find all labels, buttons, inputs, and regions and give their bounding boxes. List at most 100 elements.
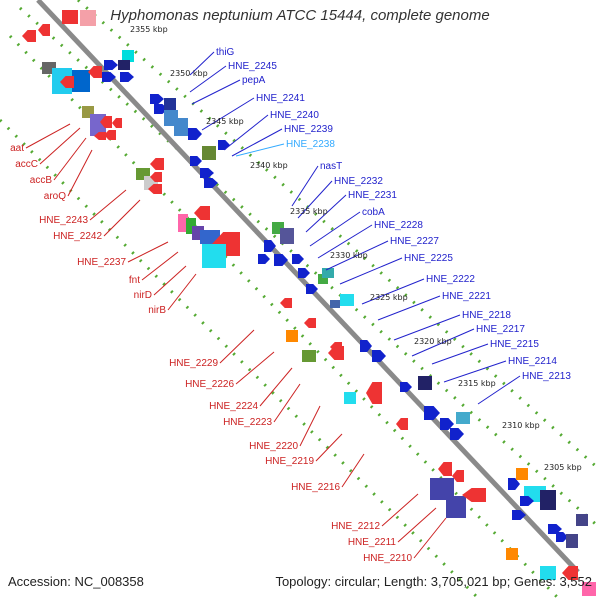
gene-arrow-reverse [88, 66, 102, 78]
gene-arrow-forward [274, 254, 288, 266]
gene-features [22, 10, 596, 596]
label-leader-line [127, 241, 169, 263]
topology-text: Topology: circular; Length: 3,705,021 bp… [275, 574, 592, 589]
gene-label-forward: HNE_2239 [284, 124, 333, 135]
gene-box [118, 60, 130, 70]
label-leader-line [477, 375, 521, 405]
label-leader-line [291, 165, 319, 207]
gene-label-forward: HNE_2222 [426, 274, 475, 285]
label-leader-lines [25, 51, 521, 559]
label-leader-line [235, 143, 285, 157]
gene-label-forward: HNE_2241 [256, 93, 305, 104]
gene-box [582, 582, 596, 596]
gene-label-reverse: HNE_2224 [209, 401, 258, 412]
gene-label-reverse: HNE_2226 [185, 379, 234, 390]
label-leader-line [67, 149, 93, 197]
gene-arrow-reverse [304, 318, 316, 328]
label-leader-line [219, 329, 255, 364]
tick-label: 2345 kbp [206, 117, 244, 126]
gene-arrow-reverse [562, 566, 578, 580]
label-leader-line [189, 51, 215, 76]
gene-box [280, 228, 294, 244]
gene-box [164, 98, 176, 110]
label-leader-line [153, 265, 187, 296]
label-leader-line [39, 127, 81, 165]
gene-arrow-forward [556, 532, 568, 542]
gene-label-forward: HNE_2227 [390, 236, 439, 247]
label-leader-line [89, 189, 127, 221]
gene-arrow-reverse [194, 206, 210, 220]
label-leader-line [431, 343, 489, 365]
tick-label: 2310 kbp [502, 421, 540, 430]
gene-label-forward: HNE_2225 [404, 253, 453, 264]
gene-label-forward: HNE_2221 [442, 291, 491, 302]
tick-label: 2305 kbp [544, 463, 582, 472]
gene-arrow-reverse [100, 116, 112, 128]
label-leader-line [25, 123, 71, 149]
gene-label-reverse: nirB [148, 305, 166, 316]
label-leader-line [393, 314, 461, 341]
gene-arrow-forward [102, 72, 116, 82]
gene-label-reverse: fnt [129, 275, 140, 286]
gene-box [506, 548, 518, 560]
gene-arrow-forward [360, 340, 372, 352]
label-leader-line [259, 367, 293, 407]
gene-box [322, 268, 334, 278]
gene-box [540, 490, 556, 510]
gene-arrow-reverse [94, 132, 106, 140]
gene-arrow-forward [508, 478, 520, 490]
label-leader-line [325, 240, 389, 271]
label-leader-line [309, 211, 361, 247]
gene-box [178, 214, 188, 232]
gene-arrow-forward [424, 406, 440, 420]
gene-box [516, 468, 528, 480]
gene-label-forward: HNE_2215 [490, 339, 539, 350]
gene-label-reverse: HNE_2229 [169, 358, 218, 369]
tick-dot-line [0, 118, 482, 600]
label-leader-line [361, 278, 425, 305]
gene-label-reverse: aroQ [44, 191, 66, 202]
gene-label-forward: nasT [320, 161, 342, 172]
gene-arrow-reverse [452, 470, 464, 482]
label-leader-line [411, 328, 475, 357]
accession-text: Accession: NC_008358 [8, 574, 144, 589]
gene-arrow-forward [264, 240, 276, 252]
label-leader-line [189, 65, 227, 93]
gene-arrow-forward [298, 268, 310, 278]
gene-arrow-reverse [22, 30, 36, 42]
gene-arrow-reverse [280, 298, 292, 308]
label-leader-line [413, 517, 447, 559]
tick-label: 2340 kbp [250, 161, 288, 170]
tick-label: 2320 kbp [414, 337, 452, 346]
label-leader-line [223, 114, 269, 151]
label-leader-line [341, 453, 365, 488]
tick-label: 2355 kbp [130, 25, 168, 34]
genome-title: Hyphomonas neptunium ATCC 15444, complet… [110, 7, 490, 24]
gene-label-reverse: HNE_2219 [265, 456, 314, 467]
gene-arrow-reverse [112, 118, 122, 128]
gene-arrow-reverse [38, 24, 50, 36]
gene-label-forward: pepA [242, 75, 266, 86]
gene-arrow-forward [204, 178, 218, 188]
gene-arrow-forward [548, 524, 562, 534]
gene-label-reverse: HNE_2242 [53, 231, 102, 242]
gene-box [566, 534, 578, 548]
gene-box [200, 230, 220, 244]
tick-label: 2315 kbp [458, 379, 496, 388]
gene-arrow-reverse [462, 488, 486, 502]
label-leader-line [443, 360, 507, 383]
gene-box [202, 146, 216, 160]
gene-box [344, 392, 356, 404]
gene-label-forward: cobA [362, 207, 385, 218]
gene-label-reverse: nirD [134, 290, 152, 301]
gene-arrow-reverse [148, 184, 162, 194]
gene-arrow-forward [188, 128, 202, 140]
label-leader-line [231, 128, 283, 157]
label-leader-line [297, 180, 333, 219]
gene-label-reverse: HNE_2223 [223, 417, 272, 428]
gene-box [540, 566, 556, 580]
gene-box [62, 10, 78, 24]
gene-box [302, 350, 316, 362]
gene-arrow-forward [440, 418, 454, 430]
